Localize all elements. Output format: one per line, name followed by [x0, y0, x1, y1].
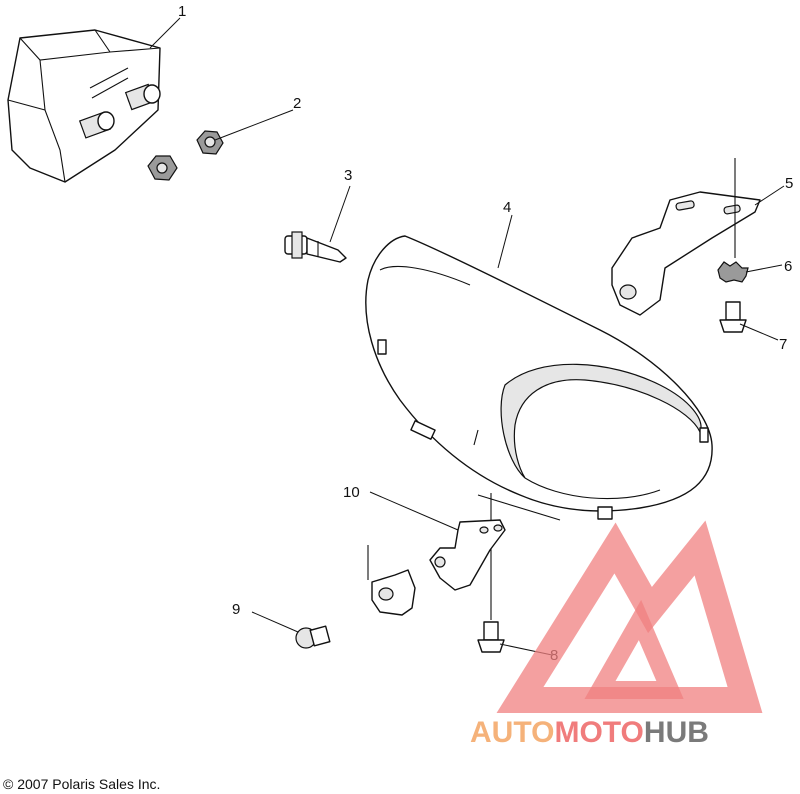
watermark-text: AUTOMOTOHUB	[470, 716, 709, 749]
callout-9: 9	[232, 601, 240, 618]
callout-2: 2	[293, 95, 301, 112]
callout-7: 7	[779, 336, 787, 353]
watermark-auto: AUTO	[470, 716, 554, 749]
part-1-housing-block	[7, 29, 161, 183]
callout-5: 5	[785, 175, 793, 192]
part-9-bolt	[295, 625, 331, 649]
callout-6: 6	[784, 258, 792, 275]
watermark-hub: HUB	[644, 716, 709, 749]
part-10-bracket	[367, 519, 506, 616]
callout-4: 4	[503, 199, 511, 216]
callout-1: 1	[178, 3, 186, 20]
watermark-logo	[496, 520, 763, 713]
part-6-star-washer	[717, 261, 749, 283]
callout-10: 10	[343, 484, 360, 501]
part-8-screw	[477, 493, 505, 653]
copyright-notice: © 2007 Polaris Sales Inc.	[3, 776, 161, 792]
part-3-bulb	[284, 231, 347, 263]
part-2-nuts	[147, 130, 224, 181]
part-5-bracket	[611, 158, 761, 316]
part-4-headlight-shell	[365, 235, 713, 521]
watermark-moto: MOTO	[554, 716, 643, 749]
part-7-screw	[719, 301, 747, 333]
callout-3: 3	[344, 167, 352, 184]
